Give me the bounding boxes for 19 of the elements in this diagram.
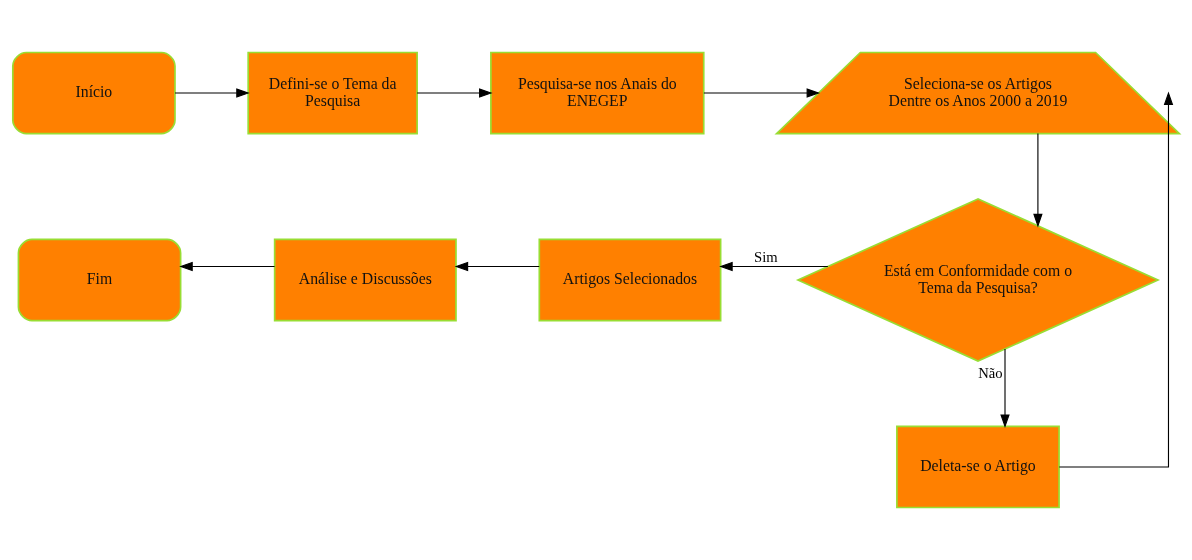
arrow: [174, 88, 250, 98]
node-box: Defini-se o Tema da Pesquisa: [247, 51, 418, 135]
arrow: [703, 88, 821, 98]
node-diamond: Está em Conformidade com o Tema da Pesquisa?: [795, 198, 1161, 362]
arrow: [1033, 133, 1043, 228]
arrow: [719, 261, 829, 272]
arrow: [454, 261, 540, 272]
node-box: Pesquisa-se nos Anais do ENEGEP: [490, 51, 705, 135]
node-box: Deleta-se o Artigo: [896, 425, 1060, 509]
edge-label: Sim: [754, 249, 778, 266]
arrow: [179, 261, 276, 272]
arrow: [416, 88, 493, 98]
arrow: [1058, 91, 1174, 468]
node-box: Artigos Selecionados: [538, 238, 722, 322]
node-box: Início: [11, 51, 176, 135]
node-box: Análise e Discussões: [273, 238, 457, 322]
node-box: Fim: [17, 238, 182, 322]
edge-label: Não: [978, 365, 1003, 382]
arrow: [1000, 348, 1010, 429]
